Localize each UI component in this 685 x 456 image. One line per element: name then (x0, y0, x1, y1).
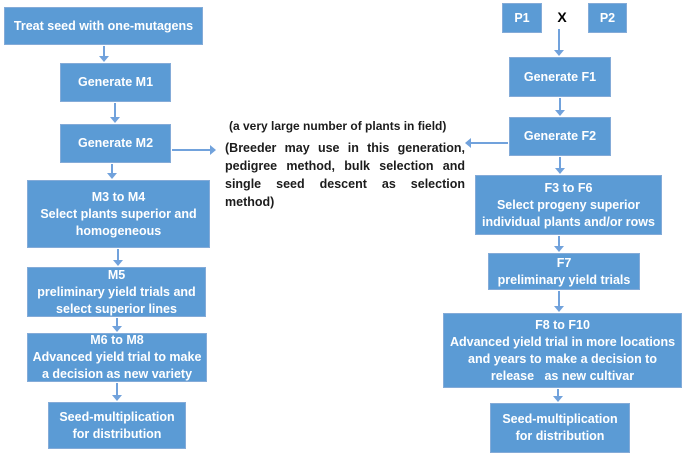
box-text-line: Generate F1 (523, 69, 597, 84)
arrow-head (553, 396, 563, 402)
box-text-line: preliminary yield trials (497, 272, 631, 287)
box-text-line: and years to make a decision to (468, 351, 657, 366)
down-arrow-connector (553, 389, 563, 402)
annotation-line: (a very large number of plants in field) (229, 119, 447, 133)
box-text-line: Treat seed with one-mutagens (13, 18, 194, 33)
box-text-line: Advanced yield trial in more locations (449, 334, 676, 349)
arrow-head (465, 138, 471, 148)
flow-box-generate-m1: Generate M1 (60, 63, 171, 102)
box-text-line: Seed-multiplication (502, 412, 618, 426)
arrow-head (210, 145, 216, 155)
box-text-line: homogeneous (75, 223, 162, 238)
down-arrow-connector (107, 164, 117, 179)
arrow-stem (116, 318, 118, 327)
arrow-head (99, 56, 109, 62)
flow-box-seed-multiplication-right: Seed-multiplication for distribution (490, 403, 630, 453)
flow-box-treat-seed: Treat seed with one-mutagens (4, 7, 203, 45)
box-text-line: a decision as new variety (41, 367, 193, 381)
arrow-stem (103, 46, 105, 57)
arrow-stem (558, 236, 560, 247)
flow-box-generate-f1: Generate F1 (509, 57, 611, 97)
box-text-line: F8 to F10 (535, 317, 590, 332)
parent-box-p1: P1 (502, 3, 542, 33)
box-text-line: Select progeny superior (496, 197, 641, 212)
box-text-line: Seed-multiplication (59, 409, 175, 424)
box-text-line: Advanced yield trial to make (32, 350, 202, 364)
down-arrow-connector (555, 98, 565, 116)
down-arrow-connector (554, 29, 564, 56)
arrow-stem (559, 98, 561, 111)
box-text-line: individual plants and/or rows (482, 214, 655, 229)
box-text-line: F3 to F6 (544, 180, 593, 195)
flow-box-m6-m8: M6 to M8 Advanced yield trial to make a … (27, 333, 207, 382)
box-text-line: for distribution (515, 429, 605, 443)
arrow-head (555, 168, 565, 174)
box-text-line: for distribution (72, 426, 162, 441)
flow-box-generate-m2: Generate M2 (60, 124, 171, 163)
flow-box-m5: M5 preliminary yield trials and select s… (27, 267, 206, 317)
arrow-stem (111, 164, 113, 174)
box-text-line: Generate M2 (77, 136, 154, 150)
arrow-stem (557, 389, 559, 397)
arrow-stem (116, 383, 118, 396)
down-arrow-connector (112, 318, 122, 332)
box-text-line: Generate M1 (77, 75, 154, 89)
arrow-head (110, 117, 120, 123)
annotation-note: (a very large number of plants in field)… (225, 117, 465, 211)
arrow-stem (117, 249, 119, 261)
arrow-head (555, 110, 565, 116)
down-arrow-connector (554, 236, 564, 252)
box-text-line: M5 (107, 267, 126, 282)
box-text-line: Select plants superior and (40, 206, 197, 221)
arrow-head (113, 260, 123, 266)
flow-box-seed-multiplication-left: Seed-multiplication for distribution (48, 402, 186, 449)
flow-box-m3-m4: M3 to M4 Select plants superior and homo… (27, 180, 210, 248)
cross-symbol: X (557, 9, 567, 25)
box-text-line: preliminary yield trials and (37, 284, 196, 299)
down-arrow-connector (112, 383, 122, 401)
flow-box-f7: F7 preliminary yield trials (488, 253, 640, 290)
box-text-line: P2 (599, 10, 616, 25)
parent-box-p2: P2 (588, 3, 627, 33)
down-arrow-connector (110, 103, 120, 123)
box-text-line: M3 to M4 (91, 189, 146, 204)
box-text-line: Generate F2 (523, 129, 597, 143)
arrow-head (112, 326, 122, 332)
right-arrow-connector (172, 145, 216, 155)
box-text-line: F7 (556, 255, 572, 270)
arrow-head (554, 306, 564, 312)
down-arrow-connector (113, 249, 123, 266)
arrow-head (554, 50, 564, 56)
flow-box-f3-f6: F3 to F6 Select progeny superior individ… (475, 175, 662, 235)
annotation-paragraph: (Breeder may use in this generation, ped… (225, 141, 465, 209)
arrow-head (112, 395, 122, 401)
arrow-stem (471, 142, 508, 144)
left-arrow-connector (465, 138, 508, 148)
down-arrow-connector (554, 291, 564, 312)
arrow-stem (558, 29, 560, 51)
arrow-head (554, 246, 564, 252)
flow-box-generate-f2: Generate F2 (509, 117, 611, 156)
box-text-line: release as new cultivar (490, 368, 635, 383)
down-arrow-connector (555, 157, 565, 174)
box-text-line: select superior lines (56, 301, 177, 316)
arrow-stem (114, 103, 116, 118)
arrow-stem (558, 291, 560, 307)
arrow-stem (559, 157, 561, 169)
arrow-stem (172, 149, 210, 151)
box-text-line: M6 to M8 (90, 333, 144, 347)
arrow-head (107, 173, 117, 179)
flow-box-f8-f10: F8 to F10 Advanced yield trial in more l… (443, 313, 682, 388)
box-text-line: P1 (514, 10, 530, 25)
down-arrow-connector (99, 46, 109, 62)
